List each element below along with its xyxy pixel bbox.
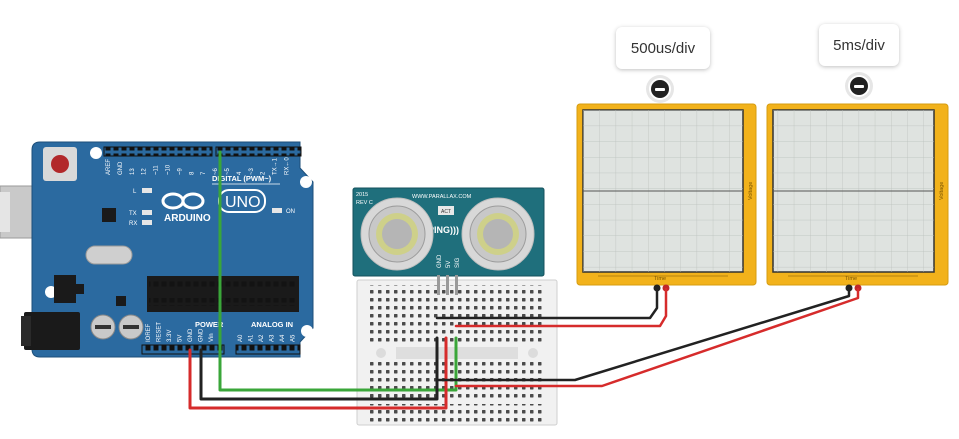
power-header[interactable]	[141, 344, 225, 355]
sensor-pin-label: GND	[437, 254, 443, 268]
sensor-year: 2015	[356, 192, 368, 198]
digital-pin-label: ~6	[213, 167, 219, 175]
analog-label: ANALOG IN	[251, 320, 293, 329]
model-label: UNO	[225, 194, 261, 211]
digital-pin-label: ~9	[177, 167, 183, 175]
wire-scope1-signal[interactable]	[454, 287, 668, 328]
digital-pin-label: ~5	[225, 167, 231, 175]
sensor-pin-gnd[interactable]	[437, 275, 440, 295]
power-pin-labels: IOREF RESET 3.3V 5V GND GND Vin	[146, 322, 215, 342]
l-label: L	[133, 189, 137, 195]
mount-hole	[300, 176, 312, 188]
rx-label: RX	[129, 221, 137, 227]
analog-header[interactable]	[235, 344, 301, 355]
digital-pin-label: ~3	[249, 167, 255, 175]
digital-pin-label: TX→1	[273, 157, 279, 175]
tx-label: TX	[129, 211, 137, 217]
crystal	[85, 245, 133, 265]
timebase-bubble-1: 500us/div	[616, 27, 710, 69]
sensor-pin-sig[interactable]	[455, 275, 458, 295]
power-jack	[24, 312, 80, 350]
sensor-pin-label: 5V	[446, 261, 452, 268]
timebase-label-1: 500us/div	[630, 39, 696, 57]
sensor-rev: REV C	[356, 200, 373, 206]
act-label: ACT	[441, 209, 451, 215]
power-pin-label: RESET	[157, 322, 163, 342]
digital-header-right[interactable]	[215, 146, 302, 157]
scope-time-label: Time	[845, 276, 857, 282]
tx-led	[142, 210, 152, 215]
digital-pin-label: 12	[142, 168, 148, 175]
on-led	[272, 208, 282, 213]
analog-pin-label: A0	[238, 334, 244, 342]
power-pin-label: IOREF	[146, 323, 152, 342]
mount-hole	[90, 147, 102, 159]
zoom-out-icon	[850, 77, 868, 95]
digital-pin-label: 8	[189, 171, 195, 175]
digital-pin-label: GND	[118, 161, 124, 175]
power-pin-label: 3.3V	[167, 330, 173, 342]
wire-black-gnd[interactable]	[199, 336, 439, 401]
sensor-pin-label: SIG	[455, 257, 461, 268]
wire-red-5v[interactable]	[188, 336, 448, 410]
analog-pin-label: A2	[259, 334, 265, 342]
analog-pin-labels: A0 A1 A2 A3 A4 A5	[238, 334, 297, 342]
digital-pin-label: ~11	[154, 165, 160, 175]
power-pin-label: GND	[188, 328, 194, 342]
digital-pin-label: ~10	[166, 164, 172, 175]
mount-hole	[301, 325, 313, 337]
brand-label: ARDUINO	[164, 213, 211, 224]
wire-scope1-gnd[interactable]	[435, 287, 659, 320]
timebase-bubble-2: 5ms/div	[819, 24, 899, 66]
sensor-pin-5v[interactable]	[446, 275, 449, 295]
scope-axis-label: Voltage	[939, 182, 945, 200]
power-label: POWER	[195, 320, 224, 329]
analog-pin-label: A3	[270, 334, 276, 342]
scope-axis-label: Voltage	[748, 182, 754, 200]
digital-pin-label: 4	[237, 171, 243, 175]
digital-pin-label: RX←0	[285, 157, 291, 175]
wire-scope2-signal[interactable]	[454, 287, 860, 388]
regulator	[54, 275, 76, 303]
power-pin-label: 5V	[178, 335, 184, 342]
analog-pin-label: A1	[249, 334, 255, 342]
oscilloscope-2[interactable]: Voltage Time	[766, 103, 949, 292]
digital-pin-labels: AREF GND 13 12 ~11 ~10 ~9 8 7 ~6 ~5 4 ~3 2 TX→1 RX←0	[106, 157, 291, 175]
zoom-out-icon	[651, 80, 669, 98]
l-led	[142, 188, 152, 193]
wires[interactable]	[188, 150, 860, 410]
digital-pin-label: 7	[201, 171, 207, 175]
usb-chip	[102, 208, 116, 222]
reset-button[interactable]	[51, 155, 69, 173]
transducer-right	[461, 197, 535, 271]
arduino-logo: ARDUINO	[161, 192, 211, 224]
digital-pin-label: AREF	[106, 159, 112, 175]
arduino-uno[interactable]: AREF GND 13 12 ~11 ~10 ~9 8 7 ~6 ~5 4 ~3 2 TX→1 RX←0 DI…	[0, 141, 314, 358]
power-pin-label: Vin	[209, 333, 215, 342]
zoom-out-button-1[interactable]	[649, 78, 671, 100]
digital-pin-label: 13	[130, 168, 136, 175]
digital-pin-label: 2	[261, 171, 267, 175]
power-pin-label: GND	[199, 328, 205, 342]
act-led	[438, 206, 454, 215]
sensor-vendor: WWW.PARALLAX.COM	[412, 194, 472, 200]
on-label: ON	[286, 209, 295, 215]
transducer-left	[360, 197, 434, 271]
analog-pin-label: A4	[280, 334, 286, 342]
ping-sensor[interactable]: 2015 REV C WWW.PARALLAX.COM ACT PING))) …	[352, 187, 545, 295]
sensor-name: PING)))	[428, 225, 459, 235]
digital-header-left[interactable]	[103, 146, 213, 157]
wire-green-signal[interactable]	[218, 150, 458, 392]
timebase-label-2: 5ms/div	[833, 36, 885, 54]
scope-time-label: Time	[654, 276, 666, 282]
zoom-out-button-2[interactable]	[848, 75, 870, 97]
wire-scope2-gnd[interactable]	[435, 287, 851, 382]
analog-pin-label: A5	[291, 334, 297, 342]
oscilloscope-1[interactable]: Voltage Time	[576, 103, 757, 292]
rx-led	[142, 220, 152, 225]
digital-label: DIGITAL (PWM~)	[212, 174, 272, 183]
